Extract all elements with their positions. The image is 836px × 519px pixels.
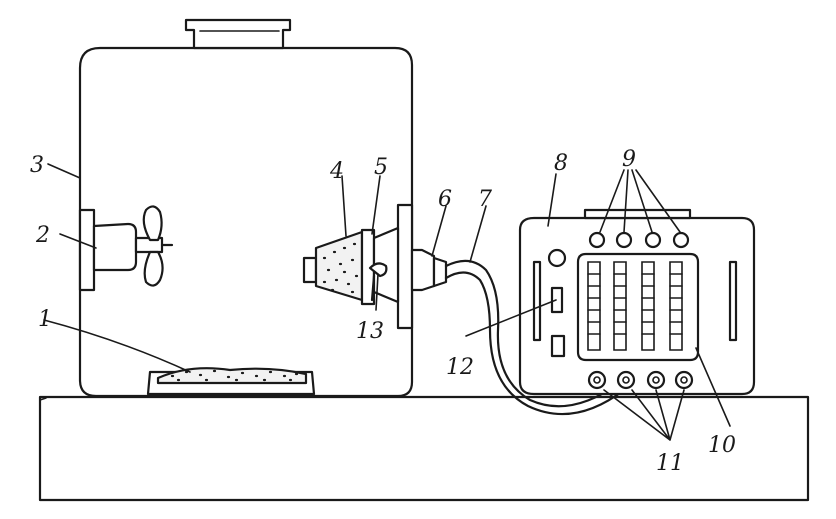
label-4: 4 bbox=[329, 159, 344, 184]
callout-labels: 1 2 3 4 5 6 7 8 9 10 11 12 13 bbox=[30, 147, 736, 476]
label-8: 8 bbox=[554, 151, 568, 176]
hose-cable bbox=[410, 248, 626, 416]
label-1: 1 bbox=[38, 307, 52, 332]
label-5: 5 bbox=[374, 155, 388, 180]
label-11: 11 bbox=[656, 451, 684, 476]
label-13: 13 bbox=[356, 319, 384, 344]
base-bench bbox=[38, 395, 810, 502]
label-7: 7 bbox=[478, 187, 492, 212]
filter-holder bbox=[302, 203, 414, 330]
chamber-vessel bbox=[78, 18, 414, 398]
instrument-box bbox=[518, 208, 756, 396]
label-9: 9 bbox=[622, 147, 636, 172]
leader-lines bbox=[43, 163, 731, 441]
dust-tray bbox=[146, 367, 316, 396]
label-2: 2 bbox=[35, 223, 50, 248]
label-12: 12 bbox=[446, 355, 474, 380]
label-3: 3 bbox=[30, 153, 44, 178]
label-6: 6 bbox=[438, 187, 452, 212]
fan-assembly bbox=[78, 205, 174, 292]
label-10: 10 bbox=[708, 433, 736, 458]
